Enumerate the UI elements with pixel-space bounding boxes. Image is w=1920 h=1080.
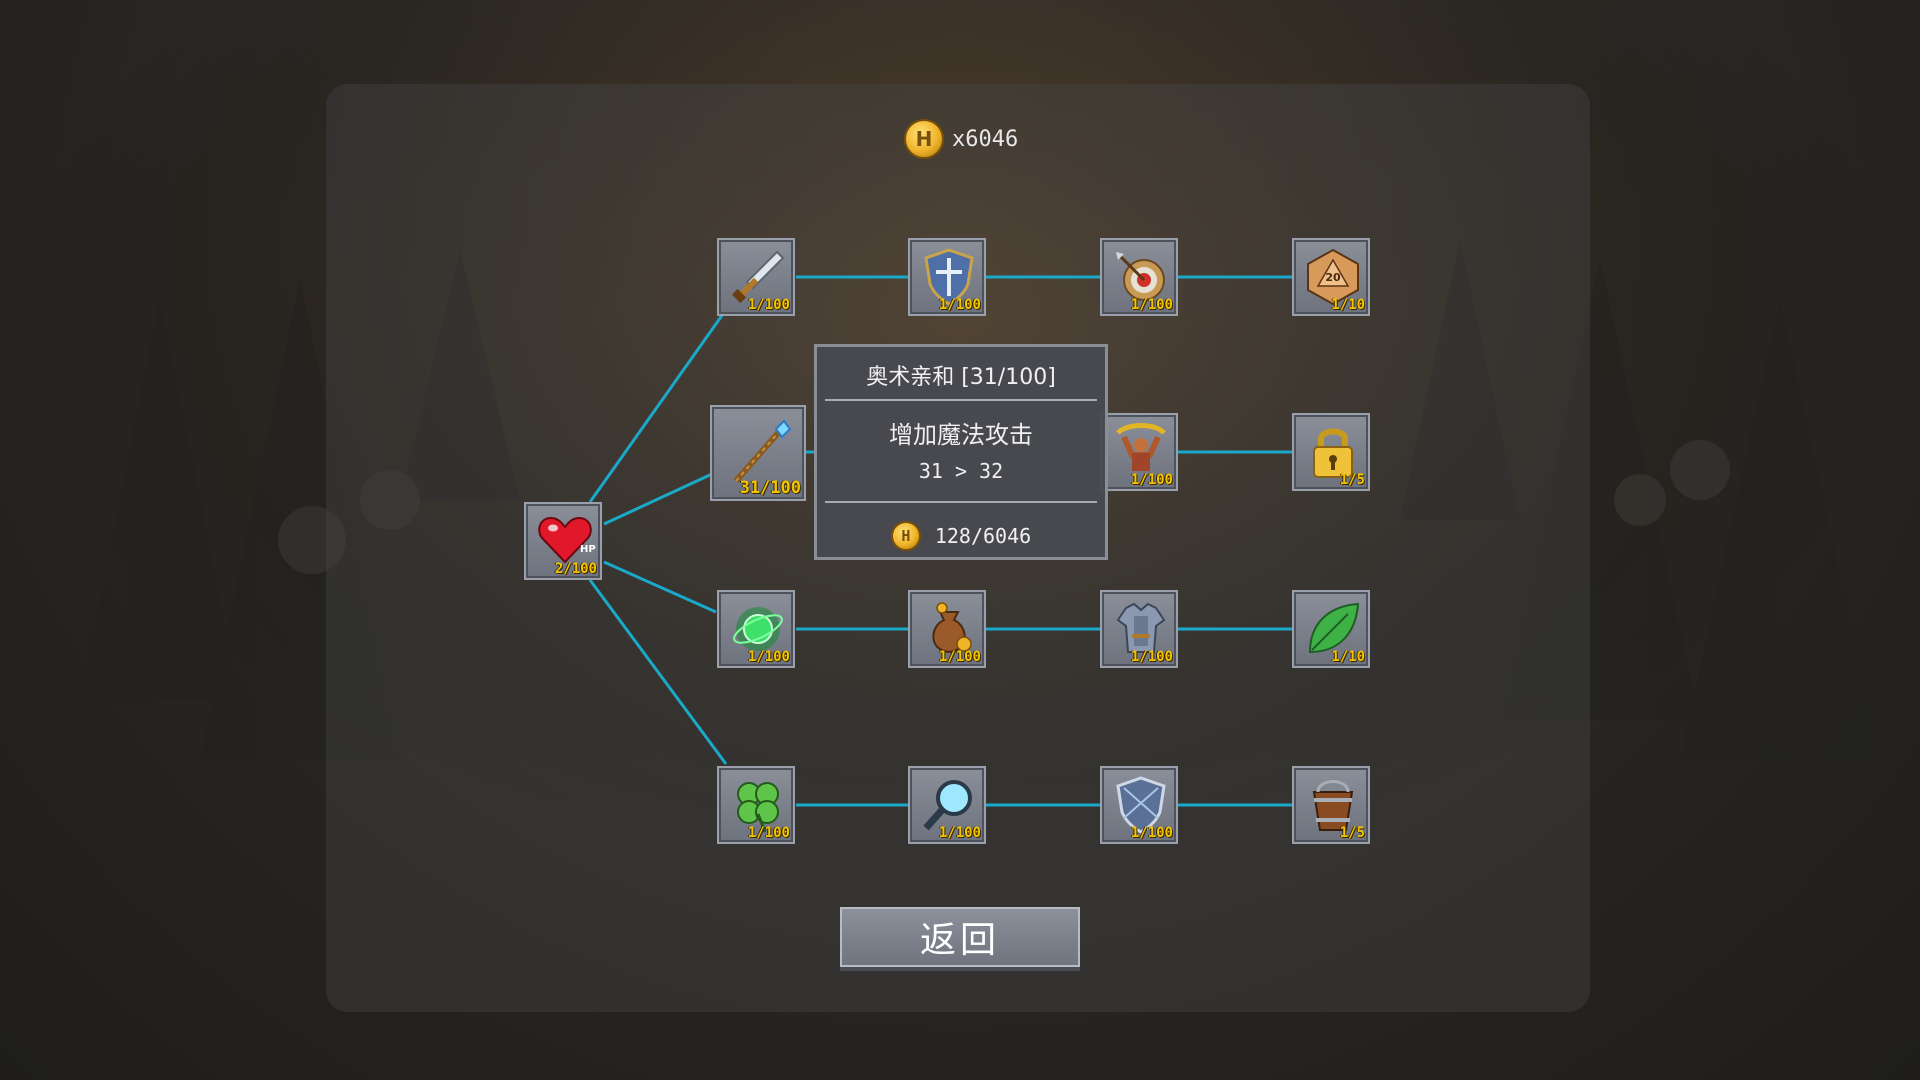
tooltip-divider — [825, 399, 1097, 401]
crystal-shield-icon — [1116, 776, 1166, 834]
magnifier-icon — [923, 780, 972, 831]
heart-hp-icon: HP — [538, 516, 596, 564]
skill-level: 1/100 — [938, 825, 981, 841]
skill-node-staff[interactable]: 31/100 — [710, 405, 806, 501]
link-root-orb — [603, 560, 717, 614]
tooltip-value-change: 31 > 32 — [918, 459, 1004, 483]
sword-icon — [731, 250, 785, 304]
skill-node-target[interactable]: 1/100 — [1100, 238, 1178, 316]
d20-dice-icon: 20 — [1307, 248, 1359, 306]
shield-icon — [924, 248, 974, 306]
tooltip-description: 增加魔法攻击 — [889, 421, 1033, 449]
coin-icon: H — [904, 119, 944, 159]
skill-node-orb[interactable]: 1/100 — [717, 590, 795, 668]
skill-level: 1/5 — [1339, 825, 1365, 841]
link-root-sword — [588, 313, 725, 503]
tooltip-divider — [825, 501, 1097, 503]
currency-display: H x6046 — [904, 118, 1018, 160]
padlock-icon — [1313, 428, 1353, 478]
link-root-staff — [603, 472, 713, 526]
skill-level: 1/100 — [938, 649, 981, 665]
skill-node-dice[interactable]: 20 1/10 — [1292, 238, 1370, 316]
hp-label: HP — [580, 544, 596, 555]
skill-node-armor[interactable]: 1/100 — [1100, 590, 1178, 668]
skill-level: 1/100 — [747, 297, 790, 313]
tooltip-cost-value: 128/6046 — [934, 524, 1032, 548]
skill-level: 1/100 — [1130, 472, 1173, 488]
skill-node-crystal-shield[interactable]: 1/100 — [1100, 766, 1178, 844]
skill-node-clover[interactable]: 1/100 — [717, 766, 795, 844]
coin-icon: H — [890, 521, 921, 551]
tooltip-title: 奥术亲和 [31/100] — [866, 365, 1056, 390]
skill-level: 1/10 — [1331, 297, 1365, 313]
magic-staff-icon — [733, 419, 792, 483]
skill-level: 1/100 — [1130, 297, 1173, 313]
skill-node-sword[interactable]: 1/100 — [717, 238, 795, 316]
skill-tooltip: 奥术亲和 [31/100] 增加魔法攻击 31 > 32 H 128/6046 — [814, 344, 1108, 560]
skill-level: 1/5 — [1339, 472, 1365, 488]
skill-level: 2/100 — [554, 561, 597, 577]
dice-number: 20 — [1325, 271, 1341, 284]
skill-level: 1/100 — [747, 649, 790, 665]
skill-level: 1/100 — [1130, 649, 1173, 665]
currency-amount: x6046 — [952, 126, 1019, 152]
skill-node-coin-bag[interactable]: 1/100 — [908, 590, 986, 668]
skill-node-hp[interactable]: HP 2/100 — [524, 502, 602, 580]
green-orb-icon — [733, 607, 783, 651]
back-button[interactable]: 返回 — [840, 907, 1080, 967]
strongman-icon — [1116, 423, 1166, 471]
coin-symbol: H — [901, 527, 911, 545]
leaf-icon — [1308, 602, 1360, 654]
coin-symbol: H — [915, 127, 933, 151]
skill-level: 1/100 — [1130, 825, 1173, 841]
coin-bag-icon — [932, 602, 972, 654]
tooltip-cost: H 128/6046 — [817, 521, 1105, 551]
skill-node-magnifier[interactable]: 1/100 — [908, 766, 986, 844]
clover-icon — [737, 782, 779, 833]
target-arrow-icon — [1116, 252, 1165, 301]
skill-node-shield[interactable]: 1/100 — [908, 238, 986, 316]
skill-node-leaf[interactable]: 1/10 — [1292, 590, 1370, 668]
skill-node-bucket[interactable]: 1/5 — [1292, 766, 1370, 844]
skill-level: 31/100 — [739, 478, 801, 498]
skill-node-padlock[interactable]: 1/5 — [1292, 413, 1370, 491]
bucket-icon — [1312, 780, 1354, 831]
skill-level: 1/10 — [1331, 649, 1365, 665]
skill-level: 1/100 — [938, 297, 981, 313]
skill-level: 1/100 — [747, 825, 790, 841]
link-root-clover — [588, 579, 728, 765]
armor-icon — [1116, 602, 1166, 653]
skill-node-strongman[interactable]: 1/100 — [1100, 413, 1178, 491]
